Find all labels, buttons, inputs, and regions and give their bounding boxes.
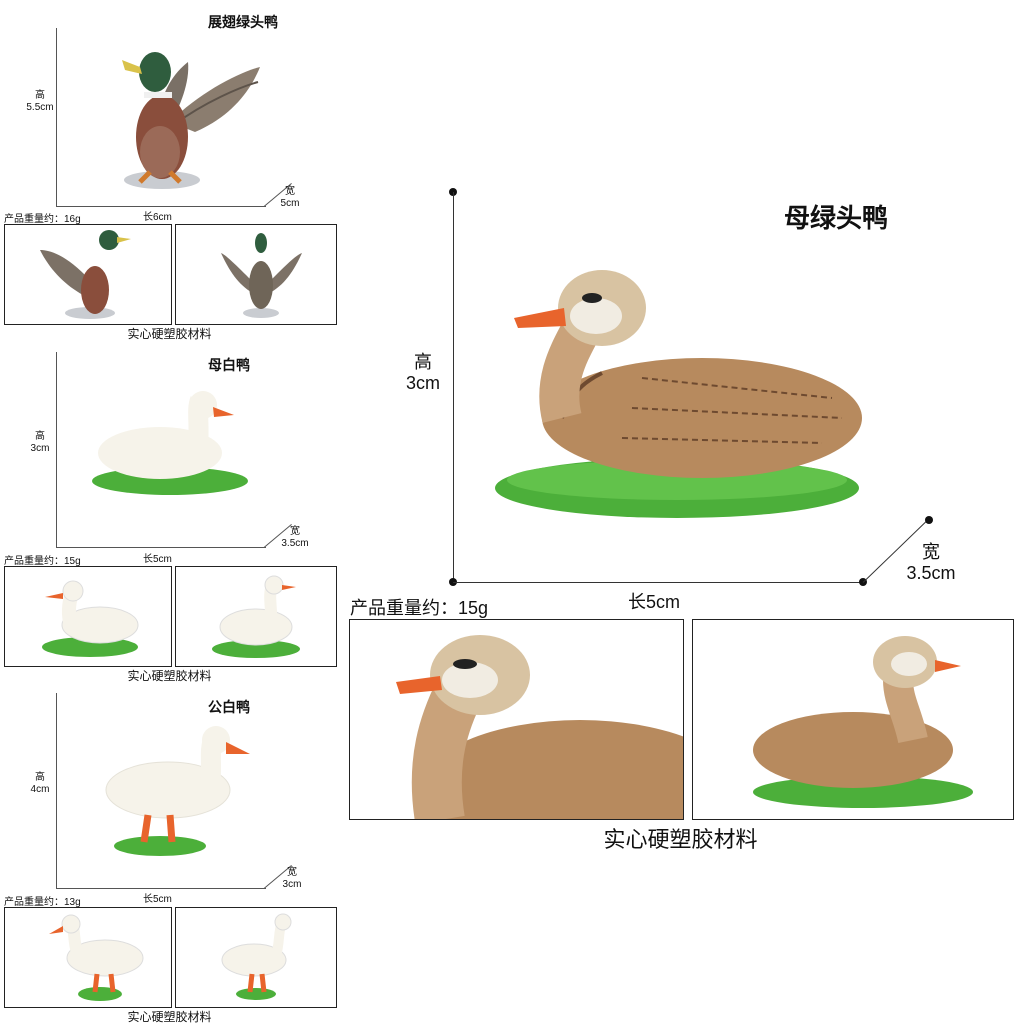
width-caption-1: 宽 5cm xyxy=(276,186,304,209)
length-label-2: 长5cm xyxy=(143,554,172,565)
height-caption-3: 高 4cm xyxy=(24,772,56,795)
height-label-3: 高 xyxy=(35,772,45,783)
thumbnail-flying-mallard-back xyxy=(175,224,337,325)
height-value-1: 5.5cm xyxy=(26,101,54,113)
featured-title: 母绿头鸭 xyxy=(784,203,889,233)
featured-hen-mallard-figurine-image xyxy=(492,268,866,526)
material-label-2: 实心硬塑胶材料 xyxy=(127,669,212,683)
height-line-3 xyxy=(56,693,57,889)
featured-height-caption: 高 3cm xyxy=(398,352,448,393)
hen-mallard-rear xyxy=(753,636,973,808)
height-value-3: 4cm xyxy=(30,783,50,795)
width-label-1: 宽 xyxy=(285,186,295,197)
length-label-3: 长5cm xyxy=(143,894,172,905)
white-duck-male-thumb-a xyxy=(49,914,144,1001)
thumbnail-white-duck-male-rear xyxy=(175,907,337,1008)
length-line-2 xyxy=(56,547,266,548)
white-duck-female-figurine-image xyxy=(88,385,253,497)
featured-length-line xyxy=(453,582,863,583)
product-title-white-duck-female: 母白鸭 xyxy=(208,357,250,373)
featured-height-value: 3cm xyxy=(405,372,440,393)
width-label-3: 宽 xyxy=(287,867,297,878)
featured-height-line xyxy=(453,192,454,582)
hen-mallard-closeup xyxy=(396,635,683,819)
white-duck-male-figurine-image xyxy=(98,720,256,860)
width-value-2: 3.5cm xyxy=(281,537,309,549)
flying-mallard-thumb-a xyxy=(40,230,131,319)
featured-thumbnail-closeup xyxy=(349,619,684,820)
hen-mallard-illustration xyxy=(495,270,862,518)
featured-length-label: 长5cm xyxy=(628,592,681,612)
featured-material-label: 实心硬塑胶材料 xyxy=(603,827,758,852)
flying-mallard-illustration xyxy=(122,52,260,189)
featured-width-caption: 宽 3.5cm xyxy=(898,542,964,583)
thumbnail-flying-mallard-front xyxy=(4,224,172,325)
white-duck-female-thumb-b xyxy=(212,575,300,658)
height-value-2: 3cm xyxy=(30,442,50,454)
height-label-2: 高 xyxy=(35,431,45,442)
width-caption-2: 宽 3.5cm xyxy=(278,526,312,549)
featured-weight-label: 产品重量约：15g xyxy=(350,598,489,618)
material-label-1: 实心硬塑胶材料 xyxy=(127,327,212,341)
featured-height-label: 高 xyxy=(414,352,432,372)
weight-label-1: 产品重量约：16g xyxy=(4,214,81,225)
flying-mallard-figurine-image xyxy=(100,32,270,197)
thumbnail-white-duck-female-rear xyxy=(175,566,337,667)
width-caption-3: 宽 3cm xyxy=(278,867,306,890)
white-duck-male-thumb-b xyxy=(221,913,292,1000)
material-label-3: 实心硬塑胶材料 xyxy=(127,1010,212,1024)
width-label-2: 宽 xyxy=(290,526,300,537)
white-duck-male-illustration xyxy=(105,726,250,856)
length-label-1: 长6cm xyxy=(143,212,172,223)
featured-width-label: 宽 xyxy=(922,542,940,562)
width-value-3: 3cm xyxy=(282,878,302,890)
height-caption-2: 高 3cm xyxy=(24,431,56,454)
width-end-dot xyxy=(925,516,933,524)
featured-width-value: 3.5cm xyxy=(906,562,956,583)
weight-label-3: 产品重量约：13g xyxy=(4,897,81,908)
featured-thumbnail-rear xyxy=(692,619,1014,820)
height-caption-1: 高 5.5cm xyxy=(24,90,56,113)
weight-label-2: 产品重量约：15g xyxy=(4,556,81,567)
product-title-flying-mallard: 展翅绿头鸭 xyxy=(208,14,278,30)
width-value-1: 5cm xyxy=(280,197,300,209)
height-label-1: 高 xyxy=(35,90,45,101)
thumbnail-white-duck-male-side xyxy=(4,907,172,1008)
thumbnail-white-duck-female-side xyxy=(4,566,172,667)
length-line-3 xyxy=(56,888,266,889)
height-line-2 xyxy=(56,352,57,548)
length-line-1 xyxy=(56,206,266,207)
flying-mallard-thumb-b xyxy=(221,233,302,318)
height-line-1 xyxy=(56,28,57,206)
white-duck-female-thumb-a xyxy=(42,580,139,657)
white-duck-female-illustration xyxy=(92,391,248,495)
product-title-white-duck-male: 公白鸭 xyxy=(208,699,250,715)
